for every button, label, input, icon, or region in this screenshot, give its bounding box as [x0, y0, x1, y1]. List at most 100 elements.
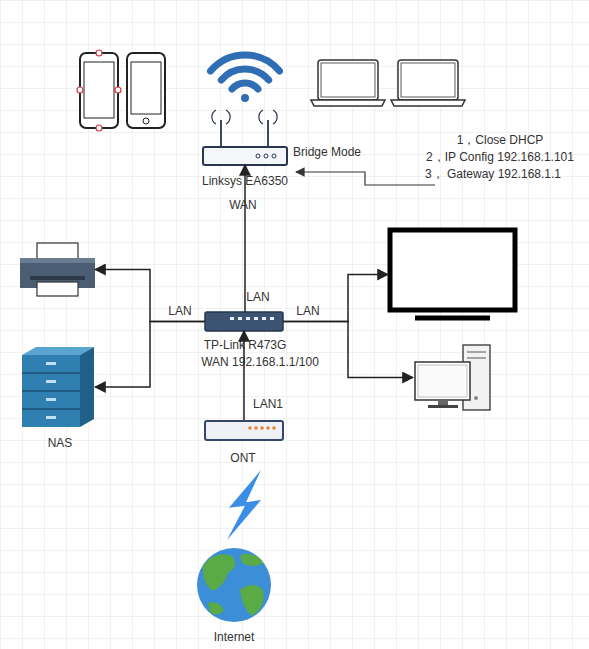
- router-port: [246, 317, 250, 320]
- printer-top: [20, 258, 95, 263]
- wifi-arc: [232, 83, 258, 89]
- ont-led: [248, 426, 252, 430]
- config-note: 2，IP Config 192.168.1.101: [426, 150, 574, 164]
- nas-drawer: [22, 390, 80, 392]
- pc-stand: [428, 405, 458, 408]
- phone-screen: [84, 62, 114, 118]
- pc-display: [418, 365, 467, 397]
- nas-icon: [22, 347, 94, 427]
- selection-handle: [77, 87, 83, 93]
- node-label: Linksys EA6350: [202, 174, 288, 188]
- tplink-router-icon: [205, 312, 283, 331]
- node-label: NAS: [48, 436, 73, 450]
- globe-land: [203, 554, 235, 591]
- phone-body: [127, 53, 165, 128]
- pc-drive: [467, 358, 486, 359]
- laptop-base: [391, 100, 465, 106]
- globe-land: [240, 585, 264, 616]
- pc-power: [474, 396, 478, 400]
- phone-icon: [77, 50, 121, 131]
- config-note: 1，Close DHCP: [457, 133, 544, 147]
- ont-led: [272, 426, 276, 430]
- pc-monitor: [415, 362, 470, 400]
- ont-body: [205, 421, 283, 440]
- television: [388, 228, 517, 321]
- lightning-link: [227, 470, 261, 540]
- globe-icon: [197, 548, 271, 622]
- nas-storage: NAS: [20, 347, 95, 427]
- globe-land: [240, 554, 264, 566]
- callout-leader: [296, 172, 435, 185]
- ont-icon: [205, 421, 283, 440]
- lan-cable: [283, 322, 413, 378]
- antenna: [220, 120, 222, 147]
- antenna-signal: [273, 110, 277, 124]
- pc-stand: [438, 400, 448, 405]
- lan-cable: [244, 165, 246, 312]
- node-label: ONT: [230, 451, 255, 465]
- nas-handle: [46, 380, 56, 383]
- laptop-icon: [391, 60, 465, 106]
- laptop-display: [321, 63, 375, 97]
- lan-cable: [283, 275, 388, 322]
- nas-handle: [46, 416, 56, 419]
- ont-led: [260, 426, 264, 430]
- antenna-signal: [226, 110, 230, 124]
- ont-led: [254, 426, 258, 430]
- internet-globe: Internet: [197, 548, 271, 622]
- television-icon: [390, 230, 515, 318]
- node-label: TP-Link R473G: [204, 338, 287, 352]
- laptop-screen: [398, 60, 458, 100]
- router-led: [264, 154, 268, 158]
- port-label: LAN: [246, 290, 269, 304]
- wifi-arc: [221, 69, 268, 80]
- phone-body: [80, 53, 118, 128]
- nas-handle: [46, 398, 56, 401]
- router-led: [272, 154, 276, 158]
- laptop-display: [401, 63, 455, 97]
- laptop-icon: [311, 60, 385, 106]
- laptop-base: [311, 100, 385, 106]
- antenna-signal: [212, 110, 216, 124]
- main-router: TP-Link R473GWAN 192.168.1.1/100: [205, 312, 283, 331]
- laptop-screen: [318, 60, 378, 100]
- selection-handle: [96, 125, 102, 131]
- router-body: [205, 312, 283, 331]
- globe-land: [208, 602, 224, 614]
- router-port: [238, 317, 242, 320]
- nas-side: [80, 347, 94, 427]
- router-led: [256, 154, 260, 158]
- ont-led: [266, 426, 270, 430]
- antenna: [267, 120, 269, 147]
- pc-drive: [467, 352, 486, 353]
- annotation: Bridge Mode: [293, 145, 361, 159]
- router-body: [203, 147, 287, 165]
- node-label: Internet: [214, 630, 255, 644]
- nas-drawer: [22, 372, 80, 374]
- port-label: LAN1: [253, 397, 283, 411]
- phone-screen: [131, 62, 161, 114]
- wifi-symbol: [211, 55, 280, 102]
- node-label: WAN 192.168.1.1/100: [201, 355, 319, 369]
- router-port: [254, 317, 258, 320]
- tv-stand: [415, 316, 490, 321]
- ont-modem: ONT: [205, 420, 283, 440]
- nas-front: [22, 355, 80, 427]
- annotation: WAN: [229, 198, 257, 212]
- antenna-signal: [259, 110, 263, 124]
- printer: [20, 242, 95, 297]
- nas-drawer: [22, 408, 80, 410]
- router-port: [230, 317, 234, 320]
- lan-cable: [243, 331, 245, 420]
- printer-paper: [37, 243, 78, 259]
- wifi-dot: [241, 94, 249, 102]
- selection-handle: [115, 87, 121, 93]
- selection-handle: [96, 50, 102, 56]
- port-label: LAN: [296, 304, 319, 318]
